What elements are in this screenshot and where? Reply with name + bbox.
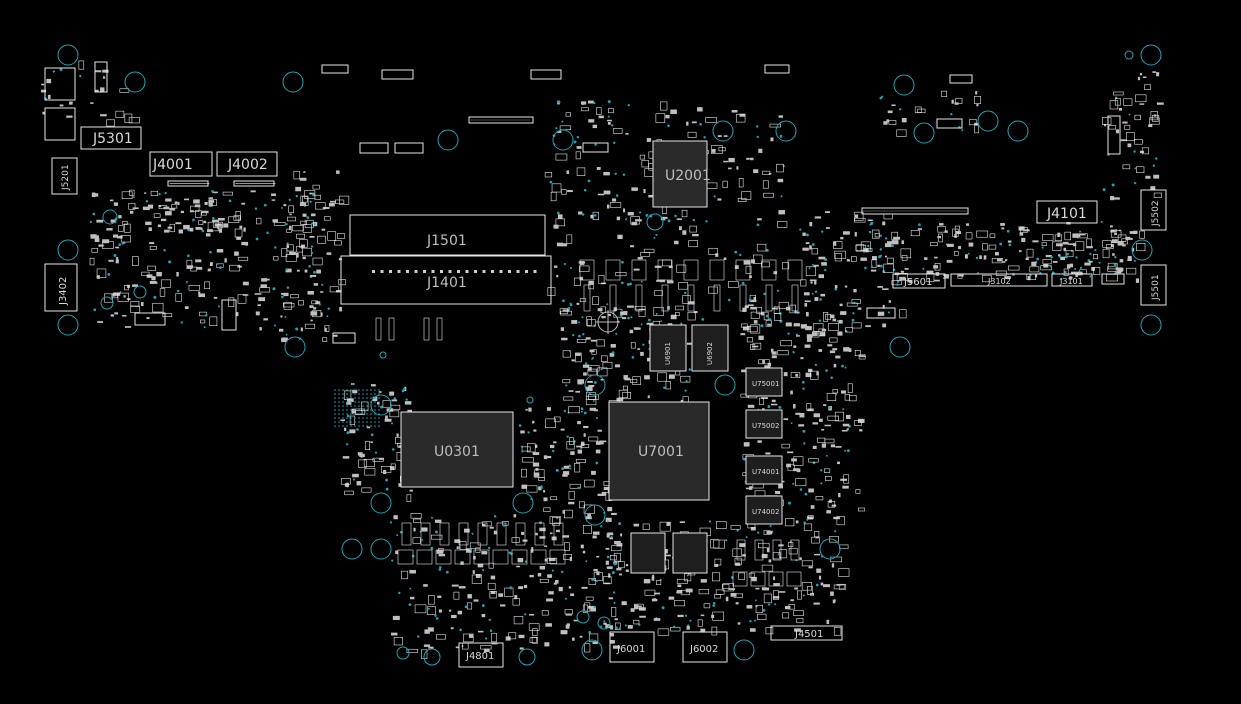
label-J3102: J3102: [987, 277, 1011, 286]
label-J5501: J5501: [1151, 274, 1161, 301]
label-U74001: U74001: [752, 468, 779, 476]
label-J4002: J4002: [227, 157, 268, 173]
label-U74002: U74002: [752, 508, 779, 516]
label-J5502: J5502: [1151, 200, 1161, 227]
label-J4001: J4001: [152, 157, 193, 173]
label-U7001: U7001: [638, 444, 684, 460]
label-U6901: U6901: [664, 342, 672, 365]
label-J4801: J4801: [465, 651, 494, 662]
label-J5301: J5301: [92, 131, 133, 147]
label-J6002: J6002: [689, 644, 718, 655]
component-labels: U2001 U0301 U7001 J1501 J1401 J5301 J400…: [58, 131, 1161, 662]
label-U6902: U6902: [706, 342, 714, 365]
label-J3101: J3101: [1059, 277, 1083, 286]
label-J1501: J1501: [426, 233, 467, 249]
crosshair-marker: [596, 310, 620, 334]
label-U0301: U0301: [434, 444, 480, 460]
label-U75002: U75002: [752, 422, 779, 430]
label-U75001: U75001: [752, 380, 779, 388]
label-J4501: J4501: [794, 629, 823, 640]
label-J1401: J1401: [426, 275, 467, 291]
label-J3402: J3402: [58, 277, 69, 306]
label-J5601: J5601: [903, 277, 932, 288]
label-J4101: J4101: [1046, 206, 1087, 222]
chip-outlines: [400, 140, 783, 574]
label-J5201: J5201: [61, 164, 71, 191]
label-U2001: U2001: [665, 168, 711, 184]
connector-outlines: [44, 61, 1167, 668]
mounting-holes: [57, 44, 1162, 666]
label-J6001: J6001: [616, 644, 645, 655]
